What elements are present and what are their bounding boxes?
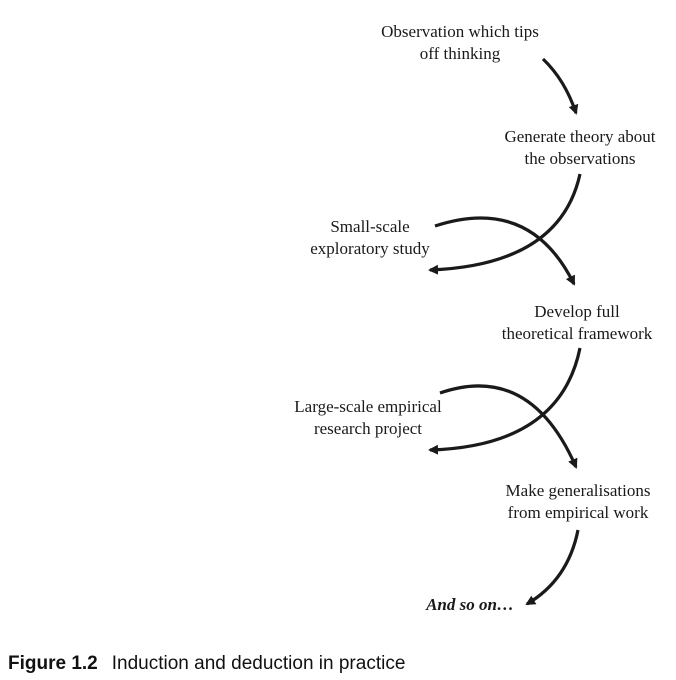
node-large-scale-project-line-1: Large-scale empirical — [294, 397, 442, 416]
node-observation-line-2: off thinking — [419, 44, 501, 63]
node-observation-line-1: Observation which tips — [381, 22, 539, 41]
arrow-observation-to-theory — [541, 57, 579, 115]
node-large-scale-project: Large-scale empirical research project — [270, 396, 466, 440]
node-small-scale-study-line-1: Small-scale — [330, 217, 410, 236]
figure-caption-label: Figure 1.2 — [8, 653, 98, 674]
node-develop-framework-line-1: Develop full — [534, 302, 620, 321]
node-large-scale-project-line-2: research project — [313, 419, 423, 438]
node-and-so-on: And so on… — [405, 594, 535, 616]
node-and-so-on-text: And so on… — [426, 595, 514, 614]
node-generalisations: Make generalisations from empirical work — [478, 480, 676, 524]
node-generate-theory: Generate theory about the observations — [480, 126, 676, 170]
figure-caption-text: Induction and deduction in practice — [111, 653, 406, 674]
node-small-scale-study-line-2: exploratory study — [310, 239, 430, 258]
node-generate-theory-line-1: Generate theory about — [504, 127, 656, 146]
arrow-theory-to-small-study — [428, 173, 582, 275]
node-develop-framework-line-2: theoretical framework — [501, 324, 653, 343]
node-generate-theory-line-2: the observations — [524, 149, 636, 168]
arrow-generalisations-to-and-so-on — [525, 529, 580, 606]
figure-caption: Figure 1.2 Induction and deduction in pra… — [8, 653, 405, 675]
node-generalisations-line-1: Make generalisations — [505, 481, 651, 500]
node-develop-framework: Develop full theoretical framework — [472, 301, 676, 345]
node-small-scale-study: Small-scale exploratory study — [290, 216, 450, 260]
node-generalisations-line-2: from empirical work — [507, 503, 649, 522]
node-observation: Observation which tips off thinking — [352, 21, 568, 65]
arrow-small-study-to-framework — [434, 216, 576, 286]
arrow-framework-to-large-project — [428, 347, 582, 455]
arrow-large-project-to-generalisations — [439, 384, 578, 469]
